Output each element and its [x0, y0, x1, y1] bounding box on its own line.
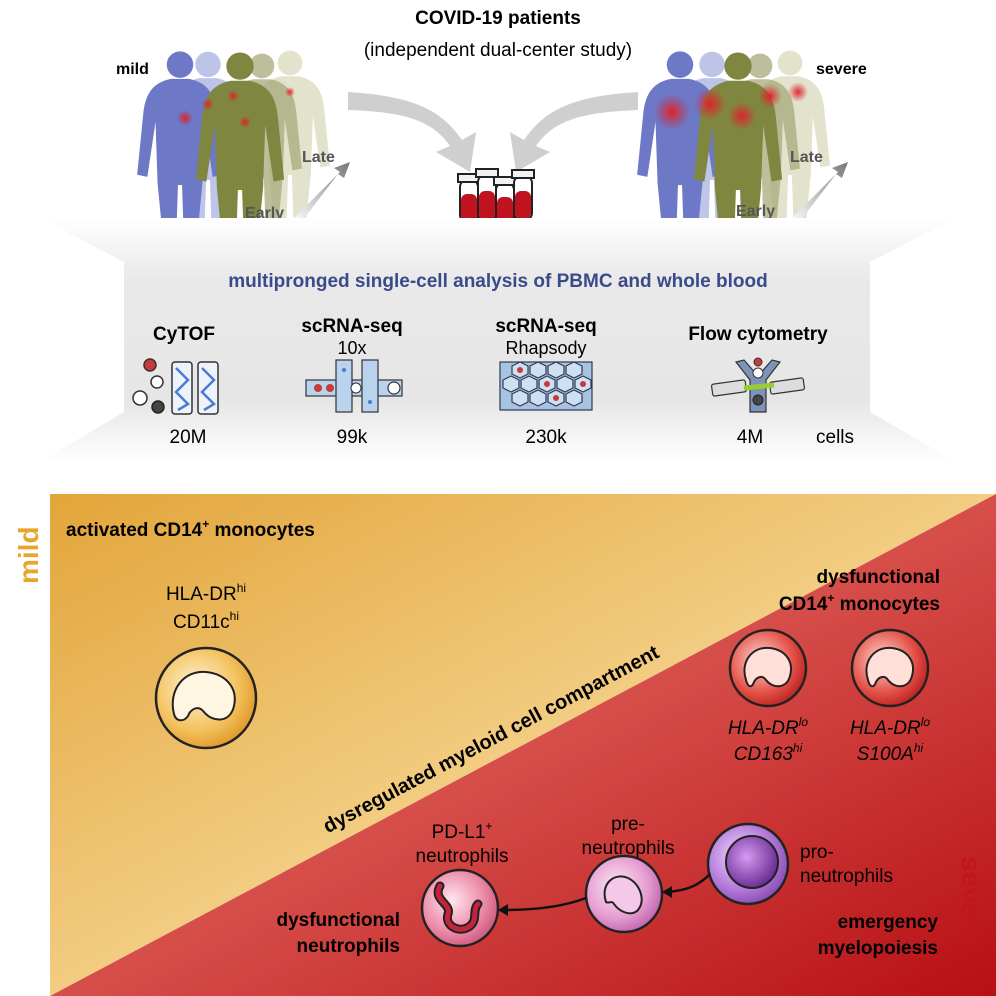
mild-early-label: Early: [245, 205, 284, 222]
cells-unit-label: cells: [816, 427, 854, 448]
method-rhapsody-name: scRNA-seq: [495, 316, 596, 337]
method-cytof-name: CyTOF: [153, 324, 215, 345]
left-converge-arrow: [348, 92, 476, 172]
severe-time-arrow: [792, 162, 848, 224]
dysfunctional-neutrophils-line2: neutrophils: [297, 936, 400, 957]
analysis-band: [40, 218, 956, 462]
method-rhapsody-count: 230k: [525, 427, 567, 448]
severe-label: severe: [816, 61, 867, 78]
cytof-icon: [132, 358, 219, 415]
pdl1-label: PD-L1+: [432, 819, 493, 843]
pro-to-pre-arrowhead: [662, 886, 672, 898]
blood-tubes-icon: [457, 168, 535, 226]
dysfunctional-monocyte-cell-1: [728, 628, 808, 708]
mono2-s100a-hi: S100Ahi: [857, 741, 924, 765]
method-flow-name: Flow cytometry: [688, 324, 828, 345]
pdl1-neutrophils-label: neutrophils: [416, 846, 509, 867]
activated-monocytes-title: activated CD14+ monocytes: [66, 517, 315, 541]
flow-cytometry-icon: [710, 357, 806, 413]
pre-to-pdl1-arrowhead: [498, 904, 508, 916]
mono2-hla-dr-lo: HLA-DRlo: [850, 715, 930, 739]
emergency-label: emergency: [838, 912, 939, 933]
10x-microfluidics-icon: [305, 359, 403, 413]
dysfunctional-monocytes-line1: dysfunctional: [816, 567, 940, 588]
severe-early-label: Early: [736, 203, 775, 220]
mono1-hla-dr-lo: HLA-DRlo: [728, 715, 808, 739]
severe-late-label: Late: [790, 149, 823, 166]
severe-patient-group: [637, 50, 830, 253]
pre-label: pre-: [611, 814, 645, 835]
method-flow-count: 4M: [737, 427, 763, 448]
myelopoiesis-label: myelopoiesis: [818, 938, 938, 959]
method-10x-sub: 10x: [337, 338, 366, 358]
pro-neutrophils-label: neutrophils: [800, 866, 893, 887]
cd11c-hi-label: CD11chi: [173, 609, 239, 633]
method-10x-count: 99k: [337, 427, 368, 448]
pdl1-neutrophil-cell: [420, 868, 500, 948]
method-rhapsody-sub: Rhapsody: [505, 338, 586, 358]
pro-to-pre-arrow: [667, 873, 711, 894]
header-title: COVID-19 patients: [415, 8, 581, 29]
header-subtitle: (independent dual-center study): [364, 40, 632, 61]
mono1-cd163-hi: CD163hi: [734, 741, 803, 765]
mild-label: mild: [116, 61, 149, 78]
mild-side-label: mild: [13, 526, 44, 584]
mild-time-arrow: [294, 162, 350, 224]
pro-label: pro-: [800, 842, 834, 863]
pro-neutrophil-cell: [706, 822, 790, 906]
rhapsody-microwell-icon: [499, 361, 593, 411]
pre-to-pdl1-arrow: [503, 896, 587, 912]
mild-patient-group: [137, 50, 330, 253]
right-converge-arrow: [510, 92, 638, 172]
mild-late-label: Late: [302, 149, 335, 166]
analysis-heading: multipronged single-cell analysis of PBM…: [228, 271, 767, 292]
pre-neutrophils-label: neutrophils: [582, 838, 675, 859]
method-10x-name: scRNA-seq: [301, 316, 402, 337]
dysfunctional-neutrophils-line1: dysfunctional: [276, 910, 400, 931]
dysfunctional-monocytes-line2: CD14+ monocytes: [779, 591, 940, 615]
method-cytof-count: 20M: [170, 427, 207, 448]
pre-neutrophil-cell: [584, 854, 664, 934]
dysfunctional-monocyte-cell-2: [850, 628, 930, 708]
hla-dr-hi-label: HLA-DRhi: [166, 581, 246, 605]
activated-monocyte-cell: [154, 646, 258, 750]
severe-side-label: severe: [956, 856, 987, 945]
